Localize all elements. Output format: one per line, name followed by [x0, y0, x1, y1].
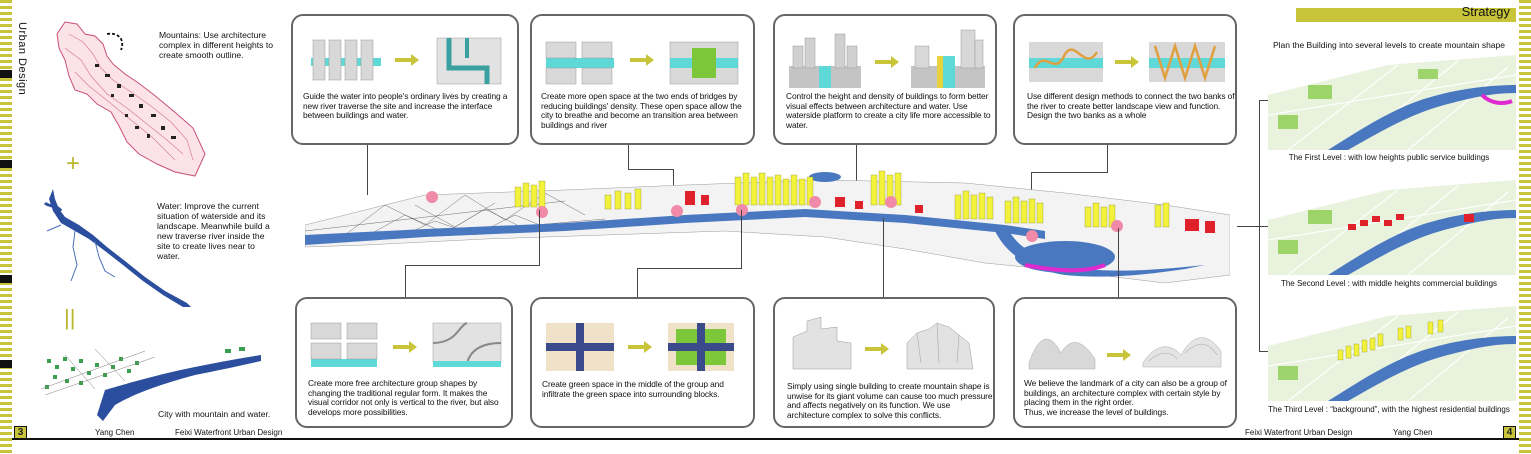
top-card-1: Guide the water into people's ordinary l…: [291, 14, 519, 145]
plus-symbol: +: [66, 150, 81, 177]
top-card-3-text: Control the height and density of buildi…: [786, 91, 991, 130]
bottom-card-3: Simply using single building to create m…: [773, 297, 995, 428]
masterplan-drawing: [305, 165, 1230, 310]
top-card-2-text: Create more open space at the two ends o…: [541, 91, 742, 130]
water-map: [35, 185, 195, 310]
left-edge-stripe: [0, 0, 12, 454]
connector-line: [856, 145, 857, 200]
level-2-caption: The Second Level : with middle heights c…: [1280, 279, 1498, 288]
connector-line: [1031, 172, 1108, 173]
connector-line: [741, 210, 742, 269]
level-2-map: [1268, 180, 1516, 275]
bottom-card-4-text: We believe the landmark of a city can al…: [1024, 378, 1227, 417]
height-density-diagram: [789, 29, 985, 88]
footer-rule: [12, 438, 1519, 440]
connector-line: [1259, 100, 1275, 101]
right-edge-stripe: [1519, 0, 1531, 454]
mountain-complex-diagram: [792, 316, 974, 370]
bottom-card-3-text: Simply using single building to create m…: [787, 381, 993, 420]
connect-banks-diagram: [1029, 41, 1225, 83]
equals-symbol: ||: [64, 305, 76, 330]
levels-heading: Plan the Building into several levels to…: [1272, 40, 1505, 50]
connector-line: [405, 265, 539, 266]
new-river-diagram: [311, 37, 502, 85]
top-card-2: Create more open space at the two ends o…: [530, 14, 755, 145]
connector-line: [1237, 226, 1260, 227]
level-3-caption: The Third Level : “background”, with the…: [1268, 405, 1510, 414]
level-3-map: [1268, 306, 1516, 401]
connector-line: [883, 218, 884, 300]
edge-marker: [0, 160, 12, 168]
top-card-4: Use different design methods to connect …: [1013, 14, 1237, 145]
water-text: Water: Improve the current situation of …: [157, 201, 270, 261]
side-title: Urban Design: [16, 22, 28, 96]
connector-line: [628, 169, 674, 170]
edge-marker: [0, 275, 12, 283]
city-map: [35, 345, 265, 425]
connector-line: [1107, 145, 1108, 172]
bottom-card-1-text: Create more free architecture group shap…: [308, 378, 499, 417]
open-space-diagram: [545, 41, 739, 85]
level-1-caption: The First Level : with low heights publi…: [1288, 153, 1490, 162]
page-number-left: 3: [14, 426, 27, 439]
city-text: City with mountain and water.: [158, 409, 271, 419]
connector-line: [1259, 351, 1275, 352]
top-card-3: Control the height and density of buildi…: [773, 14, 997, 145]
green-space-diagram: [546, 323, 734, 371]
top-card-4-text: Use different design methods to connect …: [1027, 91, 1235, 121]
footer-project-left: Feixi Waterfront Urban Design: [175, 428, 283, 437]
connector-line: [367, 145, 368, 195]
strategy-title: Strategy: [1461, 4, 1510, 19]
connector-line: [637, 268, 638, 300]
mountain-map: [35, 14, 210, 184]
page-number-right: 4: [1503, 426, 1516, 439]
bottom-card-1: Create more free architecture group shap…: [295, 297, 513, 428]
connector-line: [1118, 228, 1119, 300]
strategy-bar: [1296, 8, 1516, 22]
footer-project-right: Feixi Waterfront Urban Design: [1245, 428, 1353, 437]
connector-line: [539, 210, 540, 266]
connector-line: [405, 265, 406, 300]
connector-line: [637, 268, 741, 269]
free-shape-diagram: [310, 322, 502, 367]
footer-author-left: Yang Chen: [95, 428, 135, 437]
level-1-map: [1268, 55, 1516, 150]
connector-line: [1259, 226, 1275, 227]
connector-line: [628, 145, 629, 170]
edge-marker: [0, 360, 12, 368]
bottom-card-2: Create green space in the middle of the …: [530, 297, 755, 428]
landmark-group-diagram: [1028, 337, 1222, 370]
edge-marker: [0, 70, 12, 78]
bottom-card-4: We believe the landmark of a city can al…: [1013, 297, 1237, 428]
bottom-card-2-text: Create green space in the middle of the …: [542, 379, 724, 399]
top-card-1-text: Guide the water into people's ordinary l…: [303, 91, 508, 121]
mountains-text: Mountains: Use architecture complex in d…: [159, 30, 274, 60]
footer-author-right: Yang Chen: [1393, 428, 1433, 437]
